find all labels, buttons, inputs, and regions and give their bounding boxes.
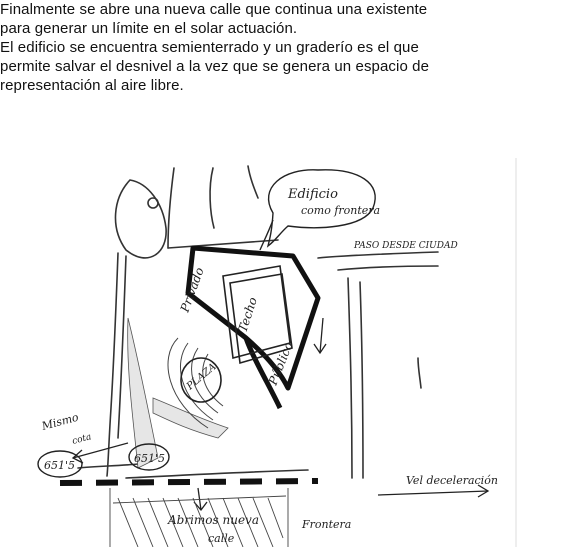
label-techo: Techo <box>236 295 260 333</box>
annotation-bubble <box>259 169 376 251</box>
label-paso: PASO DESDE CIUDAD <box>353 241 458 251</box>
paragraph-2-line-2: permite salvar el desnivel a la vez que … <box>0 58 430 75</box>
new-street-hatch <box>109 488 289 547</box>
site-sketch: Edificio como frontera PASO DESDE CIUDAD… <box>18 158 518 547</box>
label-mismo-l2: cota <box>71 432 92 447</box>
label-val-deceleracion: Vel deceleración <box>406 474 498 487</box>
label-edificio-l1: Edificio <box>287 187 338 202</box>
paragraph-2-line-1: El edificio se encuentra semienterrado y… <box>0 39 419 56</box>
label-privado: Privado <box>177 266 206 315</box>
dashed-street-line <box>59 478 319 486</box>
paragraph-1: Finalmente se abre una nueva calle que c… <box>0 0 427 38</box>
roof-block <box>222 265 293 365</box>
plaza-circle <box>180 357 222 403</box>
hatched-areas <box>127 317 229 469</box>
paragraph-2: El edificio se encuentra semienterrado y… <box>0 38 429 95</box>
arrows <box>71 317 490 512</box>
label-frontera: Frontera <box>301 518 351 531</box>
label-plaza: PLAZA <box>184 362 218 393</box>
paragraph-2-line-3: representación al aire libre. <box>0 77 184 94</box>
cota-circles <box>37 443 170 478</box>
label-mismo-l1: Mismo <box>39 411 80 434</box>
sketch-drawing: Edificio como frontera PASO DESDE CIUDAD… <box>37 158 517 547</box>
paragraph-1-line-1: Finalmente se abre una nueva calle que c… <box>0 1 428 18</box>
label-cota-mid: 651'5 <box>134 452 165 465</box>
streets <box>77 165 439 479</box>
label-cota-left: 651'5 <box>44 459 75 472</box>
paragraph-1-line-2: para generar un límite en el solar actua… <box>0 20 298 37</box>
label-abrimos-l1: Abrimos nueva <box>167 513 259 527</box>
label-edificio-l2: como frontera <box>301 204 380 217</box>
label-abrimos-l2: calle <box>208 532 235 545</box>
building-outline <box>185 245 321 410</box>
